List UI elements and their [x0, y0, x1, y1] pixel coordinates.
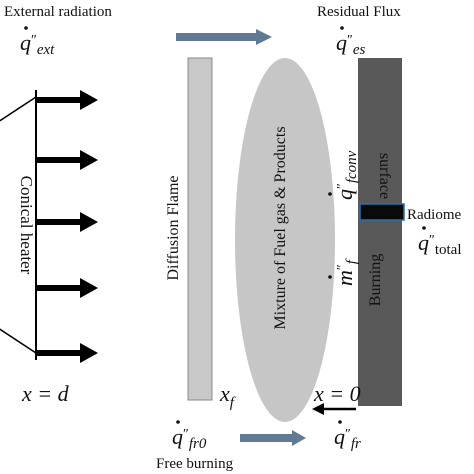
- heater-arrow-1: [36, 90, 98, 110]
- x0-arrow-head: [312, 403, 324, 415]
- q-ext-prime: ″: [31, 33, 37, 48]
- heater-bottom-edge: [0, 328, 37, 354]
- conical-heater-label: Conical heater: [17, 176, 36, 275]
- x-equals-0-label: x = 0: [313, 381, 361, 406]
- q-fr0-symbol: q″fr0: [172, 424, 207, 452]
- q-total-dot: [422, 226, 426, 230]
- heater-arrow-3: [36, 212, 98, 232]
- q-fr-prime: ″: [345, 427, 351, 442]
- q-es-dot: [340, 26, 344, 30]
- m-f-group: m″f: [328, 258, 360, 286]
- heater-arrow-shaft: [36, 285, 82, 291]
- x-f-sub: f: [230, 395, 236, 411]
- q-es-symbol: q″es: [336, 30, 366, 58]
- q-total-prime: ″: [429, 233, 435, 248]
- q-fr-base: q: [334, 424, 345, 449]
- m-f-prime: ″: [335, 264, 350, 270]
- heater-arrow-head: [80, 150, 98, 170]
- q-fr-symbol: q″fr: [334, 424, 361, 452]
- m-f-dot: [328, 275, 332, 279]
- q-ext-sub: ext: [37, 42, 55, 58]
- q-fr0-base: q: [172, 424, 183, 449]
- heater-arrow-head: [80, 212, 98, 232]
- x-f-symbol: xf: [219, 381, 236, 411]
- q-es-sub: es: [353, 42, 366, 58]
- q-fconv-symbol: q″fconv: [332, 150, 360, 200]
- q-fconv-sub: fconv: [344, 150, 360, 183]
- diffusion-flame-bar: [187, 57, 213, 401]
- heater-arrow-head: [80, 278, 98, 298]
- mixture-label: Mixture of Fuel gas & Products: [272, 126, 289, 329]
- conical-heater: Conical heater: [0, 90, 98, 363]
- q-ext-dot: [24, 26, 28, 30]
- heater-arrow-shaft: [36, 97, 82, 103]
- q-fr0-prime: ″: [183, 427, 189, 442]
- heater-arrow-4: [36, 278, 98, 298]
- burning-label: Burning: [367, 254, 384, 306]
- m-f-symbol: m″f: [332, 258, 360, 286]
- q-fr0-dot: [176, 420, 180, 424]
- heater-arrow-5: [36, 343, 98, 363]
- q-fconv-base: q: [332, 189, 357, 200]
- q-total-sub: total: [435, 242, 462, 258]
- q-es-prime: ″: [347, 33, 353, 48]
- m-f-base: m: [332, 270, 357, 286]
- x-f-base: x: [219, 381, 230, 406]
- heater-arrow-head: [80, 343, 98, 363]
- diffusion-flame-label: Diffusion Flame: [165, 175, 182, 280]
- q-ext-base: q: [20, 30, 31, 55]
- q-fconv-group: q″fconv: [328, 150, 360, 200]
- mixture-ellipse: [235, 58, 335, 422]
- q-fr0-sub: fr0: [189, 436, 207, 452]
- burning-surface-wall: [358, 58, 402, 406]
- q-fr-sub: fr: [351, 436, 361, 452]
- radiometer-label: Radiome: [407, 207, 461, 223]
- external-radiation-label: External radiation: [4, 4, 112, 20]
- x-equals-d-label: x = d: [21, 381, 70, 406]
- q-ext-symbol: q″ext: [20, 30, 55, 58]
- external-flux-arrow: [176, 29, 272, 45]
- free-burning-flux-arrow: [240, 430, 306, 446]
- q-fconv-prime: ″: [335, 183, 350, 189]
- q-fconv-dot: [328, 192, 332, 196]
- surface-label: surface: [376, 153, 393, 199]
- heater-arrow-head: [80, 90, 98, 110]
- heater-arrows: [36, 90, 98, 363]
- heater-top-edge: [0, 96, 37, 122]
- heater-arrow-shaft: [36, 350, 82, 356]
- heater-arrow-shaft: [36, 219, 82, 225]
- m-f-sub: f: [344, 258, 360, 264]
- heater-arrow-shaft: [36, 157, 82, 163]
- q-fr-dot: [338, 420, 342, 424]
- x0-left-arrow: [312, 403, 356, 415]
- q-es-base: q: [336, 30, 347, 55]
- q-total-base: q: [418, 230, 429, 255]
- free-burning-label: Free burning: [156, 456, 234, 472]
- q-total-symbol: q″total: [418, 230, 462, 258]
- radiometer-sensor: [359, 203, 405, 221]
- heater-arrow-2: [36, 150, 98, 170]
- residual-flux-label: Residual Flux: [317, 4, 401, 20]
